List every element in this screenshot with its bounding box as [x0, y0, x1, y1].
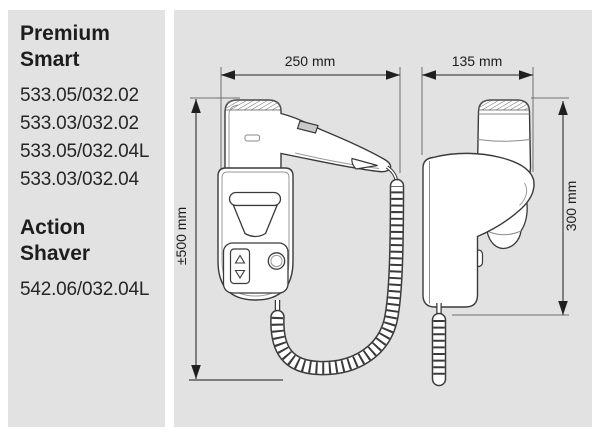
front-coil-cord — [270, 178, 405, 376]
front-dryer-body — [224, 99, 392, 173]
side-bracket — [422, 152, 535, 308]
front-switch — [296, 120, 319, 134]
model-list-premium-smart: 533.05/032.02 533.03/032.02 533.05/032.0… — [20, 82, 161, 194]
front-vent-slot — [244, 134, 260, 142]
model-number: 533.03/032.04 — [20, 169, 139, 190]
side-barrel-seam2 — [477, 139, 531, 142]
side-barrel-lower-seam — [486, 230, 522, 236]
side-cap-hatch — [478, 99, 530, 111]
dim-label-front-width: 250 mm — [285, 53, 336, 69]
front-handle-tip-detail — [351, 157, 378, 170]
front-handle-line — [294, 152, 380, 169]
dim-label-unit-height: 300 mm — [563, 181, 579, 232]
funnel-rim — [228, 191, 282, 207]
socket-triangle-up-icon — [234, 254, 246, 264]
dimension-arrows — [191, 70, 568, 379]
dim-label-mount-height: ±500 mm — [173, 207, 189, 265]
funnel-cone — [232, 204, 278, 238]
shaver-socket — [229, 248, 251, 285]
section-title-premium-smart: Premium Smart — [20, 22, 110, 71]
socket-triangle-down-icon — [234, 269, 246, 280]
model-number: 533.05/032.02 — [20, 85, 139, 106]
model-number: 533.03/032.02 — [20, 113, 139, 134]
side-arm-contour — [519, 182, 528, 206]
front-view — [217, 99, 405, 376]
product-list-panel: Premium Smart 533.05/032.02 533.03/032.0… — [8, 10, 165, 427]
section-title-action-shaver: Action Shaver — [20, 216, 91, 265]
side-view — [422, 99, 535, 387]
dimension-lines — [195, 74, 564, 379]
front-body-contour — [228, 104, 239, 170]
model-list-action-shaver: 542.06/032.04L — [20, 276, 161, 304]
power-button-inner — [270, 254, 283, 268]
model-number: 533.05/032.04L — [20, 141, 150, 162]
dim-label-side-depth: 135 mm — [452, 53, 503, 69]
model-number: 542.06/032.04L — [20, 279, 150, 300]
front-cap-hatch — [224, 99, 282, 111]
